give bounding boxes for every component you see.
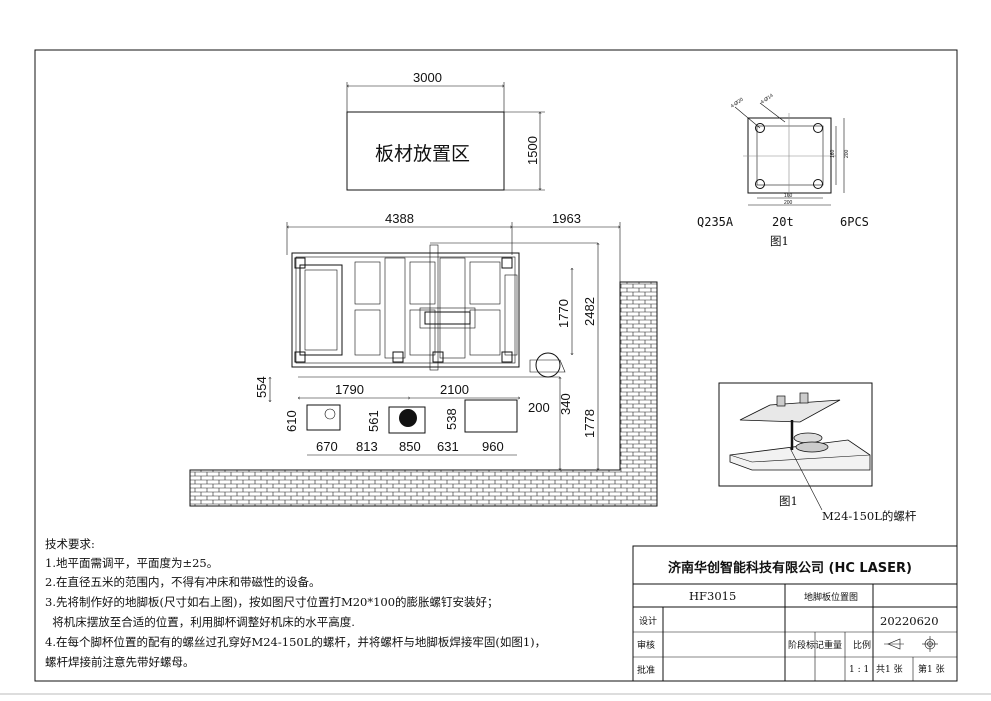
dim-813: 813 (356, 439, 378, 454)
storage-area-label: 板材放置区 (375, 143, 470, 165)
machine-plan (291, 244, 566, 378)
tech-requirements: 技术要求: 1.地平面需调平，平面度为±25。 2.在直径五米的范围内，不得有冲… (45, 537, 546, 669)
dim-561: 561 (366, 410, 381, 432)
storage-area: 板材放置区 3000 1500 (346, 70, 545, 191)
dim-2100: 2100 (440, 382, 469, 397)
dim-1790: 1790 (335, 382, 364, 397)
tech-heading: 技术要求: (45, 537, 95, 551)
hole-note-1: 4-Ø20 (730, 97, 745, 110)
dim-4388: 4388 (385, 211, 414, 226)
row-approved: 批准 (637, 664, 655, 676)
row-designed: 设计 (639, 615, 657, 627)
drawing-name: 地脚板位置图 (804, 591, 858, 603)
dim-631: 631 (437, 439, 459, 454)
tech-line-4: 将机床摆放至合适的位置，利用脚杯调整好机床的水平高度. (45, 615, 355, 629)
storage-height-dim: 1500 (525, 136, 540, 165)
dim-850: 850 (399, 439, 421, 454)
accessory-units: 610 561 538 670 813 850 631 960 (284, 399, 518, 456)
foot-plate-detail: 4-Ø20 4-Ø14 160 200 160 200 Q235A 20t 6P… (697, 93, 869, 248)
title-block: 济南华创智能科技有限公司 (HC LASER) HF3015 地脚板位置图 20… (632, 545, 958, 682)
dim-554: 554 (254, 376, 269, 398)
bolt-label: M24-150L的螺杆 (822, 509, 917, 523)
drawing-date: 20220620 (880, 614, 939, 628)
model-number: HF3015 (689, 589, 736, 603)
dim-200: 200 (528, 400, 550, 415)
projection-symbol (884, 636, 938, 652)
plate-caption: 图1 (770, 234, 789, 248)
sheet-number: 第1 张 (918, 663, 945, 675)
col-weight: 重量 (824, 639, 842, 651)
plate-material: Q235A (697, 215, 734, 229)
detail-view: 图1 M24-150L的螺杆 (718, 382, 917, 523)
detail-caption: 图1 (779, 494, 798, 508)
layout-dimensions: 4388 1963 1770 2482 554 1790 2100 200 34… (254, 211, 620, 470)
tech-line-6: 螺杆焊接前注意先带好螺母。 (45, 655, 195, 669)
col-stage: 阶段标记 (788, 639, 824, 651)
storage-width-dim: 3000 (413, 70, 442, 85)
tech-line-2: 2.在直径五米的范围内，不得有冲床和带磁性的设备。 (45, 575, 320, 589)
dim-960: 960 (482, 439, 504, 454)
brick-wall (189, 281, 658, 507)
plate-inner-h: 160 (830, 149, 836, 158)
sheets-total: 共1 张 (876, 664, 903, 675)
dim-1963: 1963 (552, 211, 581, 226)
drawing-frame (34, 49, 958, 682)
dim-1770: 1770 (556, 299, 571, 328)
dim-340: 340 (558, 393, 573, 415)
tech-line-3: 3.先将制作好的地脚板(尺寸如右上图)，按如图尺寸位置打M20*100的膨胀螺钉… (45, 595, 499, 609)
row-checked: 审核 (637, 639, 655, 651)
col-scale: 比例 (853, 639, 871, 651)
plate-inner-w: 160 (784, 193, 793, 199)
tech-line-5: 4.在每个脚杯位置的配有的螺丝过孔穿好M24-150L的螺杆，并将螺杆与地脚板焊… (45, 635, 546, 649)
plate-quantity: 6PCS (840, 215, 869, 229)
dim-610: 610 (284, 410, 299, 432)
dim-538: 538 (444, 408, 459, 430)
dim-1778: 1778 (582, 409, 597, 438)
hole-note-2: 4-Ø14 (760, 93, 775, 106)
company-name: 济南华创智能科技有限公司 (HC LASER) (668, 560, 912, 576)
plate-outer-w: 200 (784, 200, 793, 206)
dim-2482: 2482 (582, 297, 597, 326)
tech-line-1: 1.地平面需调平，平面度为±25。 (45, 556, 218, 570)
dim-670: 670 (316, 439, 338, 454)
scale-value: 1 : 1 (849, 665, 869, 675)
plate-thickness: 20t (772, 215, 794, 229)
plate-outer-h: 200 (844, 149, 850, 158)
